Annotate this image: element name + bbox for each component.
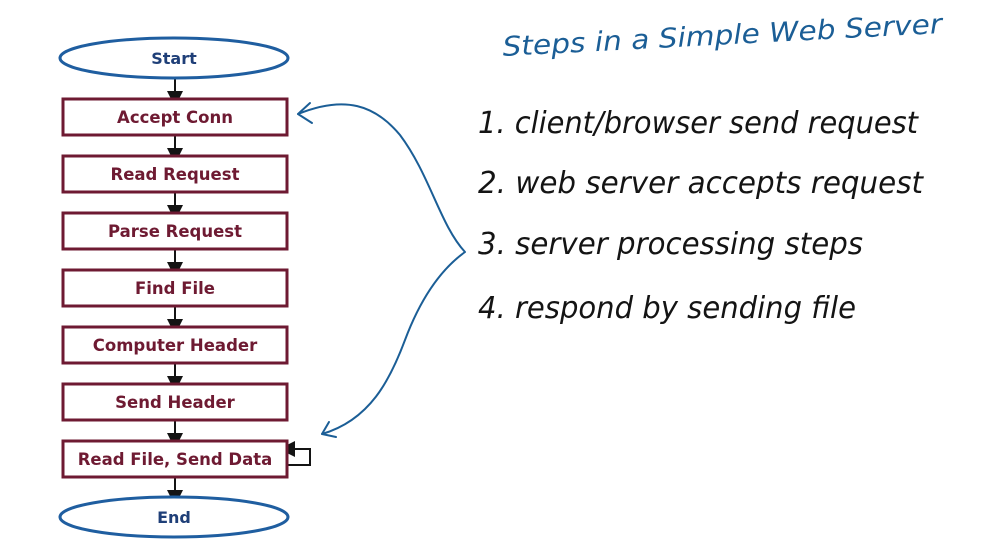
note-item-3: 3. server processing steps (478, 227, 863, 262)
step-send-header: Send Header (61, 382, 289, 422)
step-find-file: Find File (61, 268, 289, 308)
brace-arrowhead-bottom (321, 421, 337, 438)
step-label: Accept Conn (117, 108, 233, 127)
start-node: Start (58, 36, 290, 80)
step-parse-request: Parse Request (61, 211, 289, 251)
step-label: Send Header (115, 393, 236, 412)
end-label: End (157, 508, 191, 527)
step-box (61, 154, 289, 194)
note-item-1: 1. client/browser send request (478, 106, 919, 141)
step-label: Parse Request (108, 222, 242, 241)
step-box (61, 268, 289, 308)
step-label: Computer Header (93, 336, 258, 355)
brace-curve (297, 103, 466, 435)
step-computer-header: Computer Header (61, 325, 289, 365)
step-box (61, 325, 289, 365)
step-read-request: Read Request (61, 154, 289, 194)
start-oval (58, 36, 290, 80)
step-box (61, 97, 289, 137)
step-label: Read Request (111, 165, 240, 184)
handwritten-notes: Steps in a Simple Web Server 1. client/b… (478, 9, 945, 326)
loop-connector (279, 441, 311, 466)
notes-title: Steps in a Simple Web Server (502, 9, 945, 63)
note-item-4: 4. respond by sending file (478, 291, 856, 326)
step-label: Find File (135, 279, 215, 298)
step-read-file-send-data: Read File, Send Data (61, 439, 289, 479)
step-box (61, 211, 289, 251)
step-box (61, 439, 289, 479)
handwritten-brace (297, 102, 466, 438)
step-accept-conn: Accept Conn (61, 97, 289, 137)
flow-connectors (167, 79, 311, 506)
end-oval (58, 495, 290, 539)
start-label: Start (151, 49, 197, 68)
step-box (61, 382, 289, 422)
note-item-2: 2. web server accepts request (478, 166, 924, 201)
brace-arrowhead-top (297, 102, 313, 124)
step-label: Read File, Send Data (78, 450, 273, 469)
flowchart: Start Accept Conn Read Request Parse Req… (58, 36, 311, 539)
end-node: End (58, 495, 290, 539)
